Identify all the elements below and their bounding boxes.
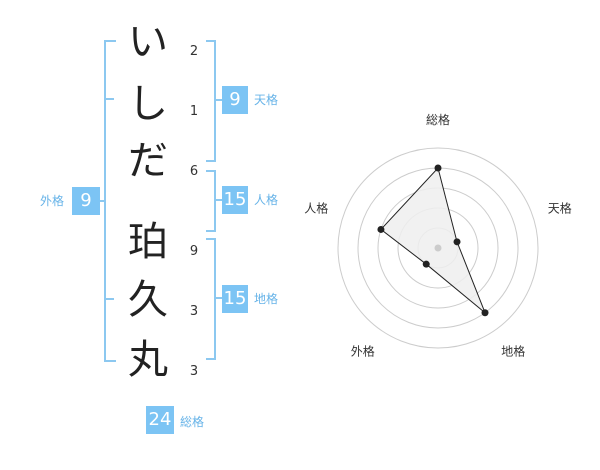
name-char-2: し: [128, 81, 168, 127]
radar-center-dot: [434, 244, 442, 252]
soukaku-badge: 24: [146, 406, 174, 434]
radar-point-4: [422, 260, 430, 268]
name-char-6: 丸: [128, 337, 168, 383]
radar-axis-label-3: 地格: [501, 344, 525, 359]
chikaku-bracket: [206, 238, 216, 360]
jinkaku-badge: 15: [222, 186, 248, 214]
radar-point-5: [377, 225, 385, 233]
gaikaku-tick-bottom: [104, 298, 114, 300]
stroke-count-5: 3: [189, 304, 199, 319]
jinkaku-label: 人格: [254, 193, 279, 207]
chikaku-badge: 15: [222, 285, 248, 313]
soukaku-label: 総格: [180, 415, 205, 429]
gaikaku-connector: [100, 200, 106, 202]
gaikaku-tick-top: [104, 98, 114, 100]
gaikaku-badge: 9: [72, 187, 100, 215]
radar-point-1: [434, 164, 442, 172]
radar-ring-5: [337, 147, 539, 349]
tenkaku-badge: 9: [222, 86, 248, 114]
radar-point-3: [481, 309, 489, 317]
stroke-count-6: 3: [189, 364, 199, 379]
tenkaku-bracket: [206, 40, 216, 162]
stroke-count-4: 9: [189, 244, 199, 259]
radar-axis-label-4: 外格: [351, 344, 375, 359]
tenkaku-connector: [214, 99, 222, 101]
radar-axis-label-1: 総格: [426, 112, 450, 127]
tenkaku-label: 天格: [254, 93, 279, 107]
radar-axis-label-2: 天格: [548, 200, 572, 215]
chikaku-connector: [214, 297, 222, 299]
jinkaku-connector: [214, 199, 222, 201]
stroke-count-1: 2: [189, 44, 199, 59]
name-char-4: 珀: [128, 219, 168, 265]
stroke-count-3: 6: [189, 164, 199, 179]
name-char-5: 久: [128, 277, 168, 323]
name-char-1: い: [128, 19, 168, 65]
chikaku-label: 地格: [254, 292, 279, 306]
radar-axis-label-5: 人格: [304, 200, 328, 215]
name-char-3: だ: [128, 138, 168, 184]
stroke-count-2: 1: [189, 104, 199, 119]
radar-point-2: [453, 238, 461, 246]
jinkaku-bracket: [206, 170, 216, 232]
radar-series-area: [380, 166, 486, 314]
gaikaku-label: 外格: [40, 194, 65, 208]
